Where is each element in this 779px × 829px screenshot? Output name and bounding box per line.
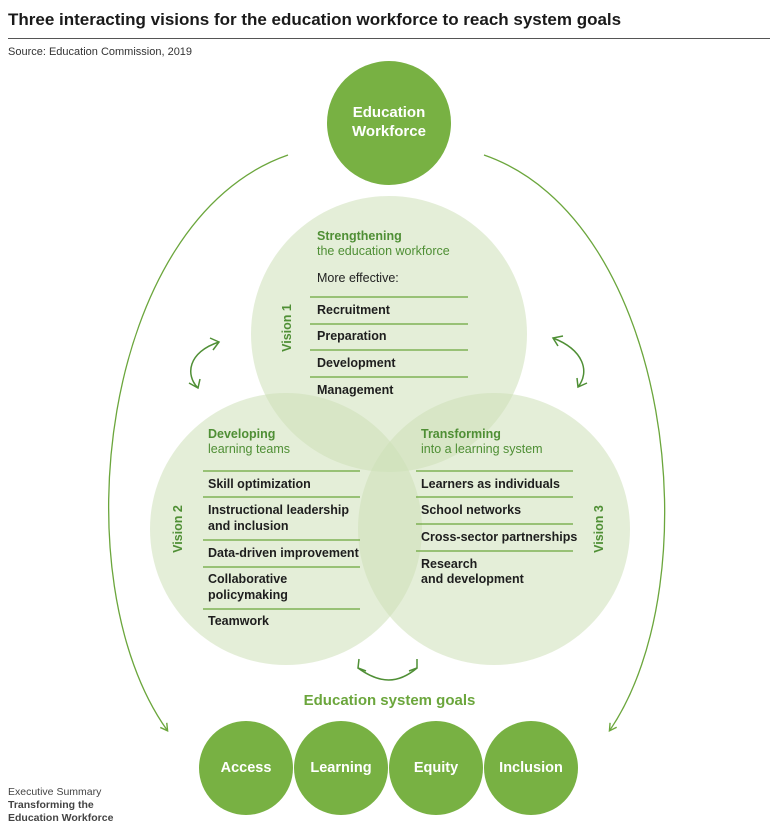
goal-circle-inclusion <box>484 721 578 815</box>
goal-label-equity: Equity <box>413 760 459 776</box>
vision2-item: Collaborative <box>208 572 288 586</box>
double-arrow-bottom <box>357 658 418 681</box>
vision2-item: policymaking <box>208 588 288 602</box>
double-arrow-right <box>551 335 588 389</box>
vision3-item: Cross-sector partnerships <box>421 530 578 544</box>
vision2-heading-rest: learning teams <box>208 442 290 456</box>
goal-circle-equity <box>389 721 483 815</box>
vision3-rules <box>416 470 573 552</box>
vision3-item: Research <box>421 557 478 571</box>
goals-title: Education system goals <box>303 692 476 709</box>
goal-circle-learning <box>294 721 388 815</box>
vision1-item: Recruitment <box>317 303 390 317</box>
vision2-item: and inclusion <box>208 519 289 533</box>
right-arc-arrow <box>483 154 666 732</box>
goal-label-learning: Learning <box>310 760 372 776</box>
vision3-label: Vision 3 <box>592 505 606 553</box>
vision1-heading-rest: the education workforce <box>317 244 450 258</box>
workforce-line1: Education <box>352 104 426 121</box>
workforce-label: Education Workforce <box>327 103 451 141</box>
goal-label-inclusion: Inclusion <box>499 760 563 776</box>
footer-note: Executive Summary Transforming the Educa… <box>8 786 113 825</box>
vision2-item: Skill optimization <box>208 477 311 491</box>
vision1-label: Vision 1 <box>280 304 294 352</box>
left-arc-arrow <box>108 154 289 732</box>
vision2-label: Vision 2 <box>171 505 185 553</box>
vision2-circle <box>150 393 422 665</box>
vision3-item: School networks <box>421 503 522 517</box>
workforce-circle <box>327 61 451 185</box>
vision3-circle <box>358 393 630 665</box>
vision3-item: and development <box>421 572 524 586</box>
vision1-subheading: More effective: <box>317 271 399 285</box>
vision1-item: Development <box>317 356 396 370</box>
vision2-item: Teamwork <box>208 614 269 628</box>
workforce-line2: Workforce <box>352 123 426 140</box>
vision2-item: Instructional leadership <box>208 503 350 517</box>
vision1-heading-bold: Strengthening <box>317 229 402 243</box>
figure-title: Three interacting visions for the educat… <box>8 10 622 29</box>
vision3-item: Learners as individuals <box>421 477 560 491</box>
source-note: Source: Education Commission, 2019 <box>8 46 193 58</box>
vision1-item: Preparation <box>317 329 387 343</box>
vision1-item: Management <box>317 383 394 397</box>
vision3-heading-bold: Transforming <box>421 427 501 441</box>
footer-line2: Transforming the <box>8 799 94 811</box>
goal-label-access: Access <box>220 760 272 776</box>
double-arrow-left <box>188 337 221 390</box>
vision2-rules <box>203 470 360 610</box>
vision2-heading-bold: Developing <box>208 427 276 441</box>
vision1-rules <box>310 296 468 378</box>
footer-line1: Executive Summary <box>8 786 102 798</box>
goal-circle-access <box>199 721 293 815</box>
vision2-item: Data-driven improvement <box>208 546 359 560</box>
vision3-heading-rest: into a learning system <box>421 442 543 456</box>
title-rule <box>8 38 770 39</box>
footer-line3: Education Workforce <box>8 812 114 824</box>
